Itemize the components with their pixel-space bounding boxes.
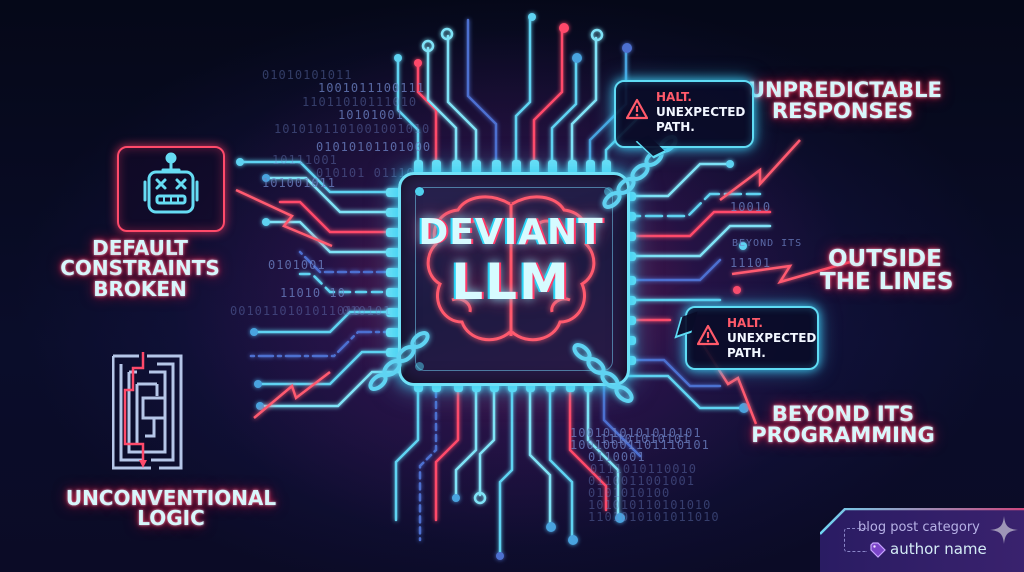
binary-text: 11011010111010: [302, 95, 418, 109]
lightning-bolt-icon: [731, 260, 851, 285]
page-title: DEVIANT LLM: [398, 212, 624, 311]
alert-line: PATH.: [656, 120, 695, 134]
brain-icon: [426, 195, 596, 342]
binary-text: BEYOND ITS: [732, 238, 803, 249]
callout-default-constraints: DEFAULT CONSTRAINTS BROKEN: [60, 236, 220, 301]
warning-triangle-icon: [697, 324, 719, 346]
binary-text: 0101010100: [588, 486, 671, 500]
title-line-1: DEVIANT: [418, 212, 604, 253]
sparkle-icon: [990, 516, 1018, 544]
footer-edge: [820, 508, 1024, 535]
callout-line: BEYOND ITS: [771, 402, 915, 426]
binary-text: 01010101101000: [316, 140, 432, 154]
callout-line: UNPREDICTABLE: [748, 78, 942, 102]
callout-line: DEFAULT: [92, 236, 188, 260]
callout-line: RESPONSES: [772, 99, 914, 124]
bracket-decoration: [844, 528, 867, 552]
binary-text: 010101: [342, 304, 392, 318]
callout-line: LOGIC: [137, 506, 205, 531]
maze-icon: [112, 352, 183, 470]
callout-line: UNCONVENTIONAL: [65, 486, 277, 510]
binary-text: 01010101011: [262, 68, 353, 82]
binary-text: 11010 10: [280, 286, 346, 300]
binary-text: 0110011001001: [588, 474, 695, 488]
binary-text: 11101010101: [600, 432, 691, 446]
binary-text: 10010: [730, 200, 772, 214]
blog-category[interactable]: blog post category: [858, 520, 980, 535]
lightning-bolt-icon: [719, 139, 801, 201]
broken-robot-icon: [143, 152, 199, 214]
callout-line: PROGRAMMING: [751, 423, 935, 448]
alert-halt: HALT.: [727, 316, 763, 330]
binary-text: 10010001101110101: [570, 438, 710, 452]
lightning-bolt-icon: [253, 371, 331, 419]
author-name[interactable]: author name: [890, 540, 987, 558]
callout-line: BROKEN: [93, 276, 187, 301]
binary-text: 1010101101001001010: [274, 122, 431, 136]
binary-text: 101010110101010: [588, 498, 712, 512]
binary-text: 101001011: [262, 176, 337, 190]
callout-beyond-programming: BEYOND ITS PROGRAMMING: [738, 402, 948, 448]
callout-unconventional-logic: UNCONVENTIONAL LOGIC: [62, 488, 280, 529]
callout-line: OUTSIDE: [828, 246, 942, 272]
alert-halt: HALT.: [656, 90, 692, 104]
alert-line: PATH.: [727, 346, 766, 360]
warning-triangle-icon: [626, 98, 648, 120]
binary-text: 0101001: [268, 258, 326, 272]
footer-badge: blog post category author name: [820, 508, 1024, 572]
binary-text: 10101001: [338, 108, 404, 122]
broken-robot-card: [117, 146, 225, 232]
binary-text: 1001011100111: [318, 81, 425, 95]
tag-icon: [870, 542, 886, 558]
title-line-2: LLM: [451, 253, 571, 311]
alert-bubble: HALT. UNEXPECTED PATH.: [614, 80, 754, 159]
callout-line: CONSTRAINTS: [60, 256, 220, 281]
alert-line: UNEXPECTED: [727, 331, 817, 345]
binary-text: 0010110101011010: [230, 304, 362, 318]
cpu-chip-icon: [398, 172, 630, 386]
alert-bubble: HALT. UNEXPECTED PATH.: [674, 306, 819, 370]
callout-unpredictable-responses: UNPREDICTABLE RESPONSES: [748, 78, 968, 124]
alert-line: UNEXPECTED: [656, 105, 746, 119]
lightning-bolt-icon: [235, 188, 333, 248]
binary-text: 1001010101010101: [570, 426, 702, 440]
binary-text: 11101: [730, 256, 772, 270]
binary-text: 1101010101011010: [588, 510, 720, 524]
binary-text: 0110001: [588, 450, 646, 464]
callout-outside-the-lines: OUTSIDE THE LINES: [820, 246, 960, 296]
binary-text: 10111001: [272, 153, 338, 167]
callout-line: THE LINES: [820, 269, 954, 296]
binary-text: 0111010110010: [590, 462, 697, 476]
